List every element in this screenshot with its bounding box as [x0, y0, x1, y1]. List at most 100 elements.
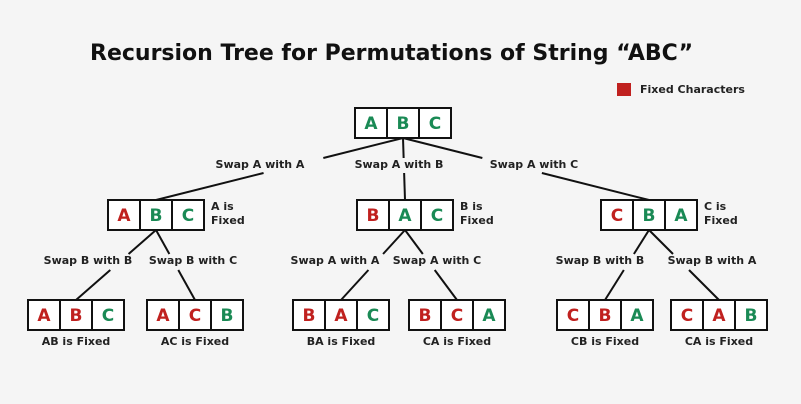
legend: Fixed Characters: [617, 83, 745, 96]
node-cell: [324, 299, 358, 331]
tree-edge: Swap A with C: [402, 137, 650, 201]
edge-label: Swap B with B: [556, 254, 645, 267]
node-note: Fixed: [460, 214, 494, 227]
free-character: C: [429, 114, 441, 134]
free-character: A: [630, 306, 644, 326]
tree-edge: Swap A with B: [355, 137, 444, 201]
edge-line: [177, 269, 196, 301]
node-caption: BA is Fixed: [307, 335, 376, 348]
node-cell: [600, 199, 634, 231]
free-character: C: [431, 206, 443, 226]
diagram-title: Recursion Tree for Permutations of Strin…: [90, 41, 693, 66]
edge-label: Swap A with A: [291, 254, 380, 267]
node-caption: CA is Fixed: [685, 335, 753, 348]
tree-edge: Swap A with A: [291, 229, 406, 301]
free-character: B: [150, 206, 163, 226]
edge-line: [155, 229, 171, 255]
fixed-character: A: [712, 306, 726, 326]
edge-line: [323, 137, 404, 159]
node-cell: [620, 299, 654, 331]
tree-edge: Swap A with A: [155, 137, 404, 201]
fixed-character: C: [611, 206, 623, 226]
node-cell: [440, 299, 474, 331]
node-cell: [418, 107, 452, 139]
node-cell: [356, 199, 390, 231]
edge-line: [633, 229, 650, 255]
fixed-character: B: [419, 306, 432, 326]
node-cell: [670, 299, 704, 331]
free-character: B: [643, 206, 656, 226]
free-character: C: [367, 306, 379, 326]
tree-edge: Swap B with A: [648, 229, 757, 301]
fixed-character: B: [303, 306, 316, 326]
node-cell: [734, 299, 768, 331]
node-cell: [91, 299, 125, 331]
node-cell: [420, 199, 454, 231]
free-character: A: [364, 114, 378, 134]
edge-line: [155, 172, 264, 201]
node-cell: [210, 299, 244, 331]
legend-swatch: [617, 83, 631, 96]
node-note: Fixed: [211, 214, 245, 227]
edge-line: [688, 269, 720, 301]
node-cell: [292, 299, 326, 331]
node-cell: [178, 299, 212, 331]
free-character: A: [482, 306, 496, 326]
fixed-character: A: [117, 206, 131, 226]
fixed-character: C: [189, 306, 201, 326]
node-note: C is: [704, 200, 727, 213]
edges-layer: Swap A with A Swap A with B Swap A with C S…: [44, 137, 757, 301]
fixed-character: A: [334, 306, 348, 326]
edge-line: [403, 172, 406, 201]
fixed-character: A: [156, 306, 170, 326]
free-character: B: [221, 306, 234, 326]
node-note: B is: [460, 200, 483, 213]
fixed-character: B: [599, 306, 612, 326]
node-cell: [171, 199, 205, 231]
fixed-character: C: [681, 306, 693, 326]
edge-line: [648, 229, 674, 255]
tree-edge: Swap B with B: [556, 229, 650, 301]
node-cell: [472, 299, 506, 331]
tree-edge: Swap B with C: [149, 229, 237, 301]
node-cell: [702, 299, 736, 331]
edge-line: [402, 137, 483, 159]
node-caption: AB is Fixed: [42, 335, 111, 348]
fixed-character: B: [70, 306, 83, 326]
node-cell: [356, 299, 390, 331]
fixed-character: B: [367, 206, 380, 226]
edge-label: Swap A with B: [355, 158, 444, 171]
edge-label: Swap B with C: [149, 254, 237, 267]
free-character: B: [745, 306, 758, 326]
node-note: A is: [211, 200, 234, 213]
edge-label: Swap A with A: [216, 158, 305, 171]
edge-label: Swap B with A: [668, 254, 757, 267]
free-character: C: [182, 206, 194, 226]
fixed-character: C: [451, 306, 463, 326]
edge-line: [604, 269, 625, 301]
edge-line: [75, 269, 111, 301]
edge-label: Swap A with C: [490, 158, 578, 171]
tree-edge: Swap B with B: [44, 229, 157, 301]
free-character: C: [102, 306, 114, 326]
edge-line: [382, 229, 406, 255]
node-cell: [59, 299, 93, 331]
node-cell: [408, 299, 442, 331]
edge-line: [433, 269, 458, 301]
edge-line: [404, 229, 424, 255]
legend-label: Fixed Characters: [640, 83, 745, 96]
edge-line: [340, 269, 370, 301]
tree-edge: Swap A with C: [393, 229, 481, 301]
